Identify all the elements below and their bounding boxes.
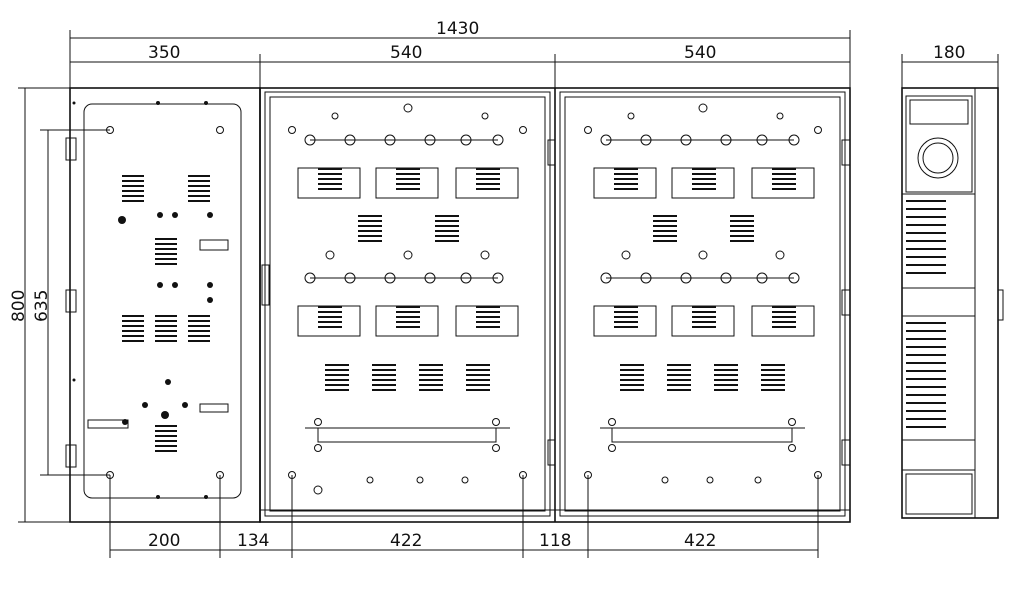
top-dimensions: 1430 350 540 540 180 <box>69 19 999 90</box>
dim-bottom-a: 200 <box>148 531 180 551</box>
middle-compartment <box>264 91 551 517</box>
right-meters-row2 <box>593 305 815 337</box>
left-compartment <box>65 87 261 523</box>
dim-middle-width: 540 <box>390 43 422 63</box>
dim-right-width: 540 <box>684 43 716 63</box>
right-meters-row1 <box>593 167 815 199</box>
middle-breakers-row1 <box>358 215 459 242</box>
bottom-dimensions: 200 134 422 118 422 <box>109 475 819 558</box>
left-terminal-block-3 <box>155 238 177 265</box>
middle-meters-row2 <box>297 305 519 337</box>
dim-left-width: 350 <box>148 43 180 63</box>
dim-bottom-b: 134 <box>237 531 269 551</box>
dim-overall-width: 1430 <box>436 19 479 39</box>
left-terminal-block-2 <box>188 175 210 202</box>
dim-side-depth: 180 <box>933 43 965 63</box>
dim-overall-height: 800 <box>9 290 29 322</box>
dim-inner-height: 635 <box>32 290 52 322</box>
middle-breakers-row2 <box>325 364 490 391</box>
middle-meters-row1 <box>297 167 519 199</box>
side-view <box>901 87 1004 519</box>
left-terminal-block-5 <box>155 425 177 452</box>
dim-bottom-c: 422 <box>390 531 422 551</box>
right-breakers-row1 <box>653 215 754 242</box>
left-terminal-block-4 <box>122 315 210 342</box>
dim-bottom-e: 422 <box>684 531 716 551</box>
left-terminal-block-1 <box>122 175 144 202</box>
dim-bottom-d: 118 <box>539 531 571 551</box>
right-breakers-row2 <box>620 364 785 391</box>
left-dimensions: 800 635 <box>9 87 110 523</box>
right-compartment <box>261 91 851 517</box>
side-view-vents <box>906 200 946 428</box>
